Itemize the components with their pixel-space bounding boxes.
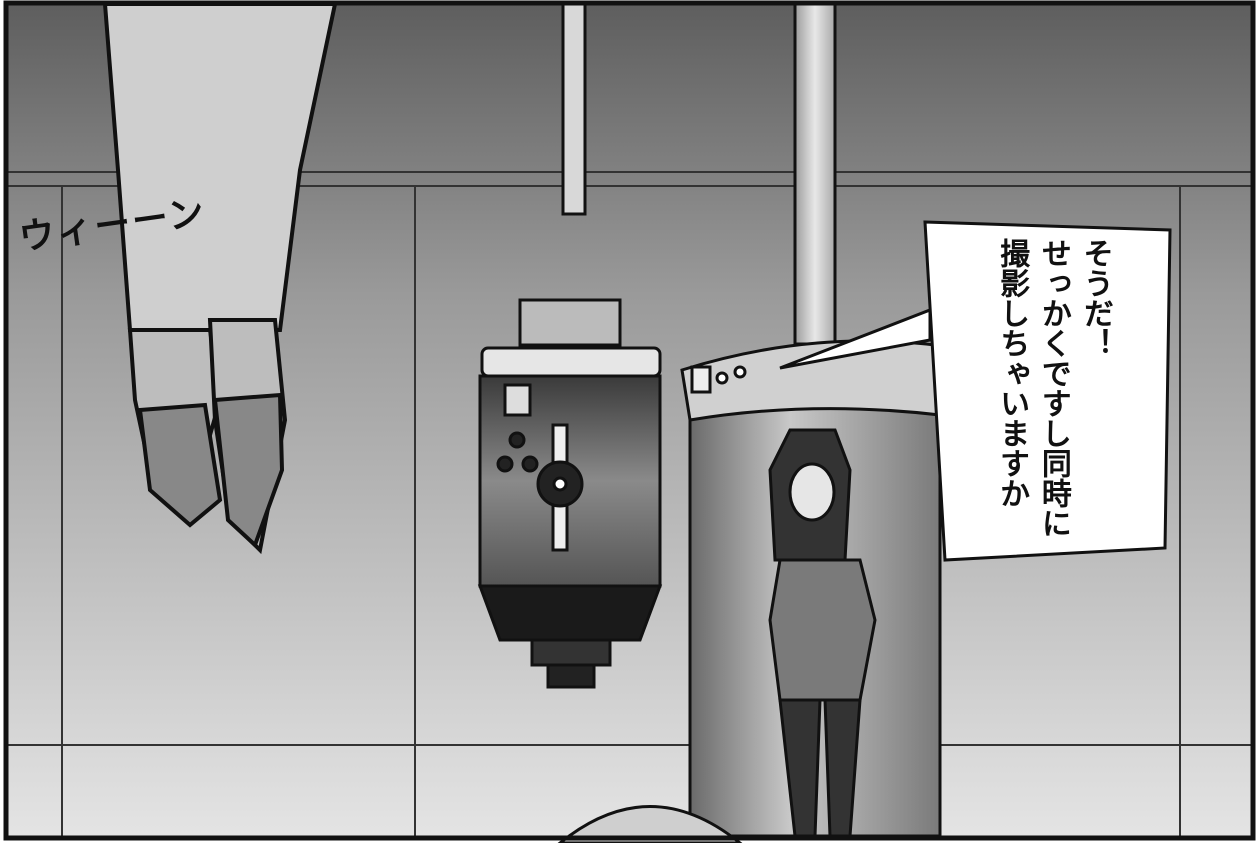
speech-line-3: 撮影しちゃいますか xyxy=(994,238,1030,508)
camera-machine xyxy=(477,2,663,689)
panel-border xyxy=(3,0,1256,841)
speech-line-2: せっかくですし同時に xyxy=(1035,238,1071,538)
foreground-head xyxy=(557,805,743,843)
speech-bubble: そうだ！ せっかくですし同時に 撮影しちゃいますか xyxy=(948,238,1158,538)
captive-figure xyxy=(768,428,877,838)
hanging-legs xyxy=(102,2,338,555)
ceiling-pillar xyxy=(793,2,837,346)
speech-line-1: そうだ！ xyxy=(1077,238,1113,358)
speech-bubble-shape xyxy=(779,220,1172,562)
